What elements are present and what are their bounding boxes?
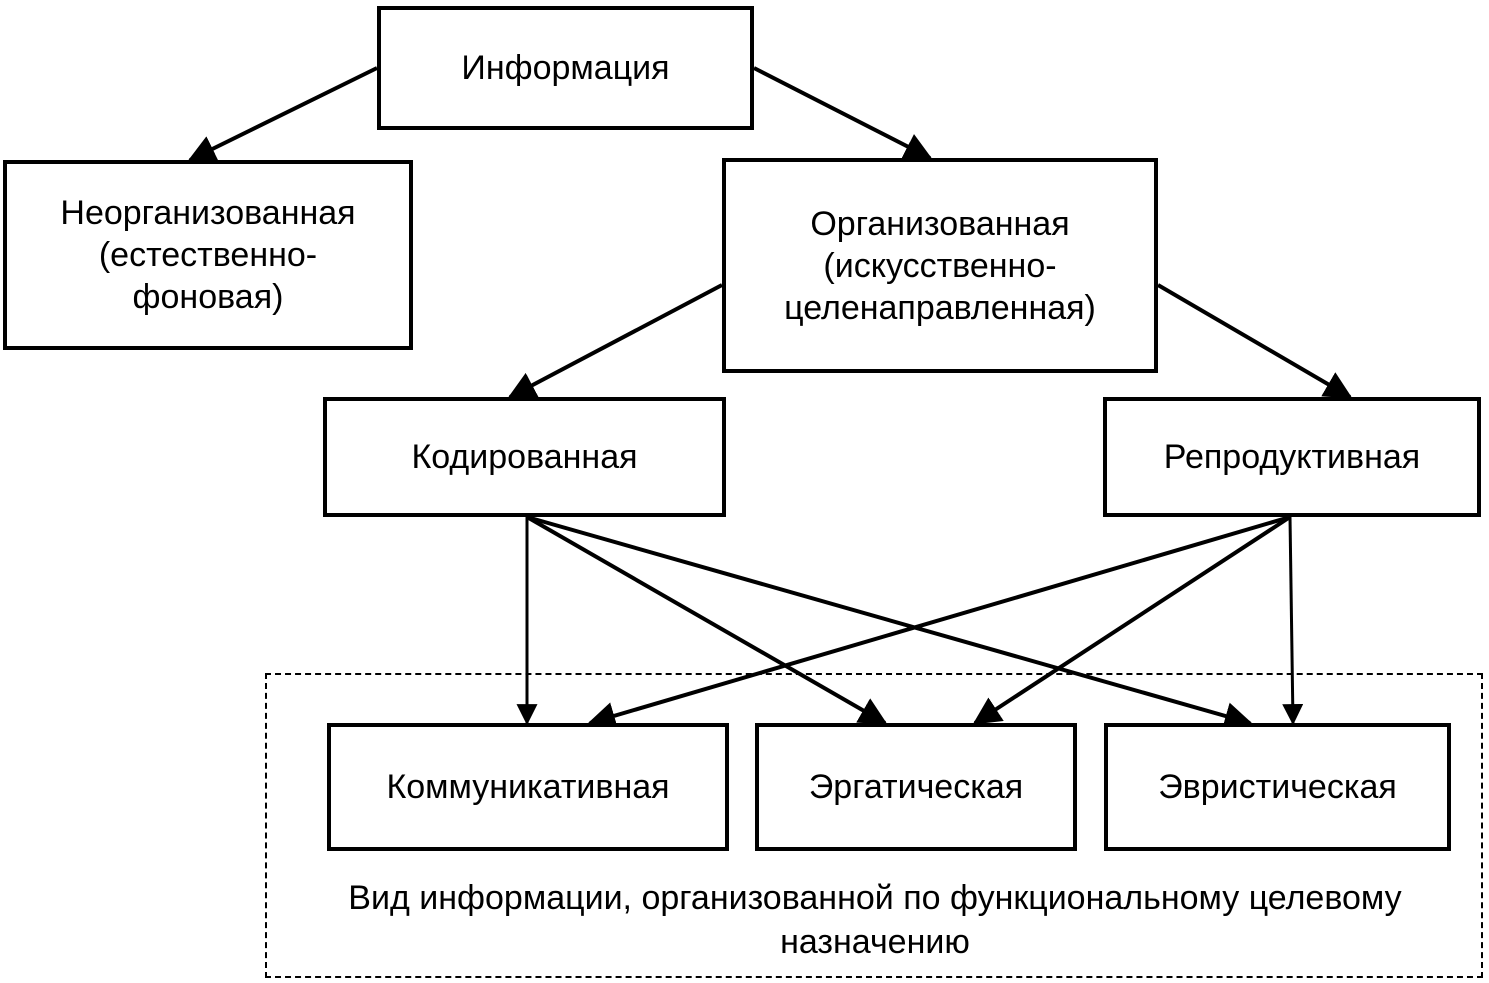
node-heuristic: Эвристическая xyxy=(1104,723,1451,851)
arrow-info-to-unorganized xyxy=(187,66,378,162)
arrow-organized-to-reproductive xyxy=(1156,283,1353,399)
node-unorganized: Неорганизованная (естественно- фоновая) xyxy=(3,160,413,350)
node-label: Эвристическая xyxy=(1158,768,1397,806)
node-label: Репродуктивная xyxy=(1163,438,1421,476)
group-caption: Вид информации, организованной по функци… xyxy=(348,879,1402,961)
node-information: Информация xyxy=(377,6,754,130)
node-label: Эргатическая xyxy=(808,768,1024,806)
node-reproductive: Репродуктивная xyxy=(1103,397,1481,517)
arrow-coded-to-heuristic xyxy=(526,515,1253,730)
node-label: Коммуникативная xyxy=(386,768,670,806)
functional-purpose-group xyxy=(265,673,1483,978)
arrow-coded-to-ergatic xyxy=(526,515,888,725)
node-ergatic: Эргатическая xyxy=(755,723,1077,851)
node-label: Информация xyxy=(461,49,670,87)
node-coded: Кодированная xyxy=(323,397,726,517)
arrow-reproductive-to-heuristic xyxy=(1282,516,1304,726)
arrow-organized-to-coded xyxy=(507,283,723,399)
arrow-info-to-organized xyxy=(753,66,933,160)
arrow-reproductive-to-ergatic xyxy=(972,515,1292,725)
node-communicative: Коммуникативная xyxy=(327,723,729,851)
node-label: Неорганизованная (естественно- фоновая) xyxy=(60,194,356,316)
node-organized: Организованная (искусственно- целенаправ… xyxy=(722,158,1158,373)
arrow-reproductive-to-communicative xyxy=(587,515,1291,730)
node-label: Кодированная xyxy=(411,438,638,476)
node-label: Организованная (искусственно- целенаправ… xyxy=(784,204,1096,327)
